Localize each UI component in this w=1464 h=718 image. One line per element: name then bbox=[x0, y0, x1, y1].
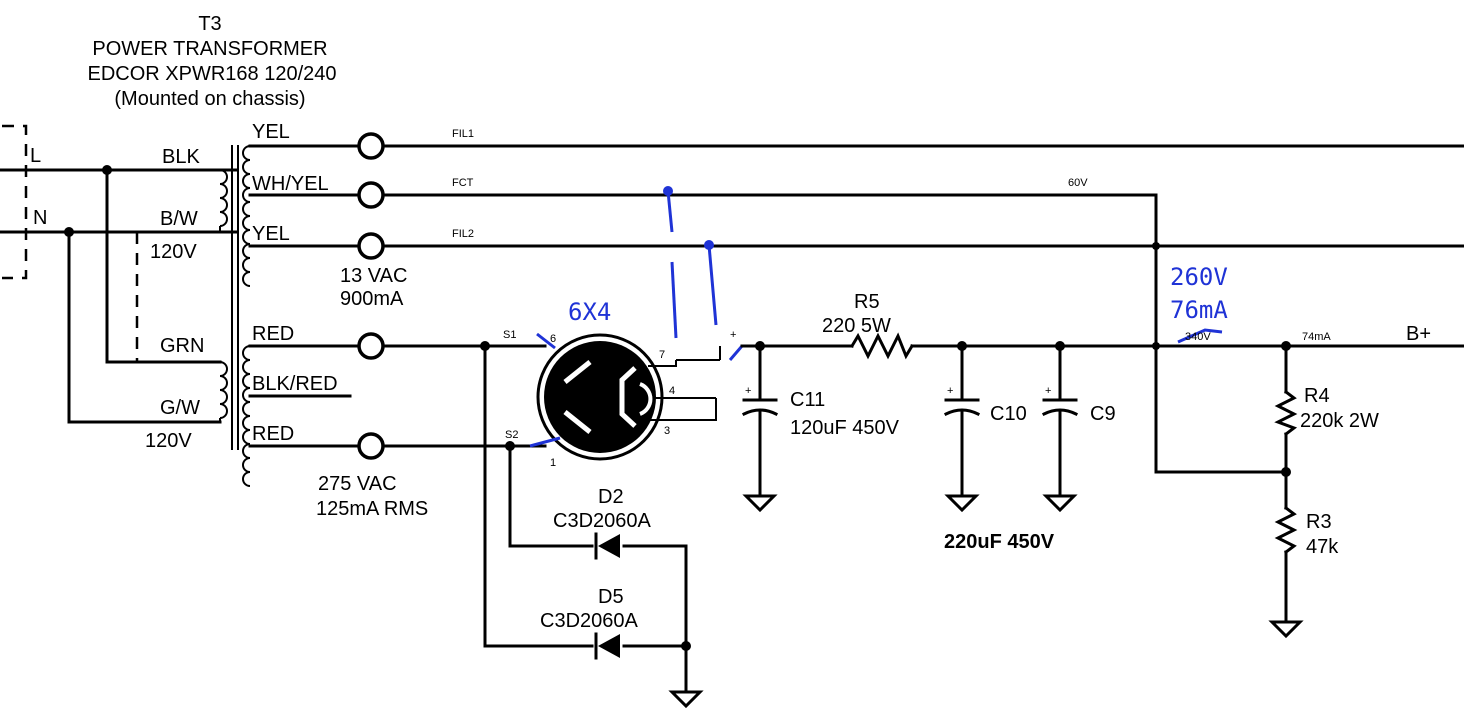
tube-pin-4: 4 bbox=[669, 385, 675, 397]
hv-rating-current: 125mA RMS bbox=[316, 498, 428, 520]
hv-wire-2: BLK/RED bbox=[252, 373, 338, 395]
terminal-fct bbox=[357, 181, 385, 209]
heater-wire-3: YEL bbox=[252, 223, 290, 245]
net-label-fct: FCT bbox=[452, 177, 474, 189]
terminal-fil2 bbox=[357, 232, 385, 260]
tube-pin-3: 3 bbox=[664, 425, 670, 437]
diode-network bbox=[483, 344, 704, 709]
rail-label: B+ bbox=[1406, 323, 1431, 345]
resistor-r5: R5 220 5W bbox=[822, 291, 915, 360]
d2-ref: D2 bbox=[598, 486, 624, 508]
c10-ref: C10 bbox=[990, 403, 1027, 425]
annotation-current: 76mA bbox=[1170, 296, 1228, 324]
d5-part: C3D2060A bbox=[540, 610, 639, 632]
r5-value: 220 5W bbox=[822, 315, 891, 337]
primary-top-wire-a: BLK bbox=[162, 146, 200, 168]
diode-d5: D5 C3D2060A bbox=[540, 586, 639, 660]
tube-pin-1: 1 bbox=[550, 457, 556, 469]
transformer-mount-note: (Mounted on chassis) bbox=[114, 88, 305, 110]
terminal-s2 bbox=[357, 432, 385, 460]
transformer-model: EDCOR XPWR168 120/240 bbox=[87, 63, 336, 85]
capacitor-c9: + C9 bbox=[1041, 344, 1116, 513]
hv-wire-3: RED bbox=[252, 423, 294, 445]
c10-polarity: + bbox=[947, 385, 953, 397]
net-label-fct-voltage: 60V bbox=[1068, 177, 1088, 189]
blue-annotation-wires: 6X4 260V 76mA bbox=[529, 186, 1228, 448]
tube-pin-7: 7 bbox=[659, 349, 665, 361]
neutral-label: N bbox=[33, 207, 47, 229]
net-label-s1: S1 bbox=[503, 329, 516, 341]
rail-original-voltage: 340V bbox=[1185, 331, 1211, 343]
annotation-tube: 6X4 bbox=[568, 298, 611, 326]
net-label-plus: + bbox=[730, 329, 736, 341]
c9-polarity: + bbox=[1045, 385, 1051, 397]
secondary-leads bbox=[248, 144, 360, 448]
resistor-r3: R3 47k bbox=[1268, 505, 1339, 639]
rectifier-tube: 6 7 4 3 1 bbox=[536, 333, 717, 469]
hv-lines: S1 S2 bbox=[381, 329, 547, 451]
capacitor-c11: + C11 120uF 450V bbox=[741, 344, 900, 513]
diode-d2: D2 C3D2060A bbox=[553, 486, 652, 560]
mains-input: L N bbox=[0, 124, 238, 280]
line-label: L bbox=[30, 145, 41, 167]
net-label-s2: S2 bbox=[505, 429, 518, 441]
c11-polarity: + bbox=[745, 385, 751, 397]
d2-part: C3D2060A bbox=[553, 510, 652, 532]
net-label-fil1: FIL1 bbox=[452, 128, 474, 140]
c9-ref: C9 bbox=[1090, 403, 1116, 425]
primary-top-wire-b: B/W bbox=[160, 208, 198, 230]
heater-rails: FIL1 FCT FIL2 60V bbox=[381, 128, 1464, 474]
annotation-voltage: 260V bbox=[1170, 263, 1228, 291]
r3-value: 47k bbox=[1306, 536, 1339, 558]
primary-bottom-wire-a: GRN bbox=[160, 335, 204, 357]
heater-rating-voltage: 13 VAC bbox=[340, 265, 407, 287]
transformer-title: POWER TRANSFORMER bbox=[92, 38, 327, 60]
net-label-fil2: FIL2 bbox=[452, 228, 474, 240]
c11-ref: C11 bbox=[790, 389, 825, 411]
capacitor-c10: + C10 bbox=[943, 344, 1027, 513]
r4-ref: R4 bbox=[1304, 385, 1330, 407]
transformer-ref: T3 bbox=[198, 13, 221, 35]
tube-pin-6: 6 bbox=[550, 333, 556, 345]
c9-c10-value: 220uF 450V bbox=[944, 531, 1055, 553]
heater-wire-2: WH/YEL bbox=[252, 173, 329, 195]
rail-original-current: 74mA bbox=[1302, 331, 1331, 343]
primary-bottom-voltage: 120V bbox=[145, 430, 192, 452]
terminal-s1 bbox=[357, 332, 385, 360]
hv-wire-1: RED bbox=[252, 323, 294, 345]
c11-value: 120uF 450V bbox=[790, 417, 900, 439]
primary-top-voltage: 120V bbox=[150, 241, 197, 263]
primary-bottom-wire-b: G/W bbox=[160, 397, 200, 419]
hv-rating-voltage: 275 VAC bbox=[318, 473, 397, 495]
heater-wire-1: YEL bbox=[252, 121, 290, 143]
d5-ref: D5 bbox=[598, 586, 624, 608]
primary-wiring bbox=[64, 165, 222, 424]
transformer-t3: T3 POWER TRANSFORMER EDCOR XPWR168 120/2… bbox=[87, 13, 428, 520]
terminal-fil1 bbox=[357, 132, 385, 160]
cathode-lead: + bbox=[676, 329, 736, 361]
resistor-r4: R4 220k 2W bbox=[1274, 344, 1379, 510]
r3-ref: R3 bbox=[1306, 511, 1332, 533]
r4-value: 220k 2W bbox=[1300, 410, 1379, 432]
r5-ref: R5 bbox=[854, 291, 880, 313]
heater-rating-current: 900mA bbox=[340, 288, 404, 310]
